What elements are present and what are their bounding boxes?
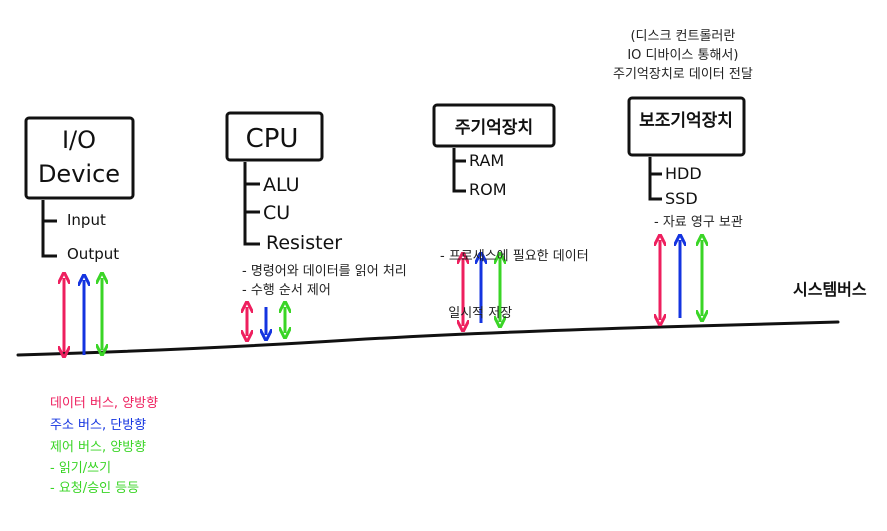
secondary-storage-notes: - 자료 영구 보관 — [654, 213, 743, 232]
legend-address-bus: 주소 버스, 단방향 — [50, 418, 147, 433]
top-note-line: IO 디바이스 통해서) — [627, 48, 739, 63]
top-note-line: 주기억장치로 데이터 전달 — [613, 67, 753, 82]
cpu-note-line: - 수행 순서 제어 — [242, 283, 331, 298]
secondary-storage-bus-arrows — [660, 240, 702, 320]
cpu-item-register: Resister — [266, 232, 342, 254]
bus-legend: 데이터 버스, 양방향 주소 버스, 단방향 제어 버스, 양방향 - 읽기/쓰… — [50, 393, 158, 499]
secondary-storage-box — [627, 96, 746, 157]
secondary-storage-block: 보조기억장치 HDD SSD — [627, 96, 746, 208]
secondary-storage-title: 보조기억장치 — [639, 111, 733, 131]
io-device-box — [24, 116, 135, 200]
cpu-tree-line — [243, 162, 260, 246]
cpu-title: CPU — [246, 124, 299, 154]
cpu-bus-arrows — [247, 307, 285, 336]
io-device-tree-line — [41, 200, 57, 258]
io-device-title-line1: I/O — [62, 126, 96, 154]
cpu-box — [225, 111, 324, 162]
cpu-notes: - 명령어와 데이터를 읽어 처리 - 수행 순서 제어 — [242, 262, 407, 300]
secondary-storage-tree-line — [648, 157, 662, 201]
legend-control-bus: 제어 버스, 양방향 — [50, 440, 147, 455]
io-device-item-input: Input — [67, 211, 106, 229]
system-bus-label: 시스템버스 — [793, 280, 867, 299]
main-memory-item-ram: RAM — [469, 151, 504, 170]
secondary-storage-note-line: - 자료 영구 보관 — [654, 215, 743, 230]
secondary-storage-item-hdd: HDD — [665, 164, 702, 183]
main-memory-tree-line — [452, 148, 466, 193]
cpu-item-alu: ALU — [263, 174, 300, 196]
legend-control-request-ack: - 요청/승인 등등 — [50, 481, 140, 496]
system-bus-line — [16, 320, 840, 357]
io-bus-arrows — [64, 278, 102, 355]
cpu-block: CPU ALU CU Resister — [225, 111, 342, 254]
secondary-storage-item-ssd: SSD — [665, 189, 698, 208]
io-device-title-line2: Device — [38, 160, 120, 188]
main-memory-box — [432, 103, 556, 148]
main-memory-bus-arrows — [463, 258, 500, 326]
main-memory-block: 주기억장치 RAM ROM — [432, 103, 556, 199]
secondary-storage-top-note: (디스크 컨트롤러란 IO 디바이스 통해서) 주기억장치로 데이터 전달 — [613, 27, 753, 84]
main-memory-item-rom: ROM — [469, 180, 507, 199]
main-memory-title: 주기억장치 — [455, 118, 533, 138]
legend-control-read-write: - 읽기/쓰기 — [50, 461, 112, 476]
io-device-block: I/O Device Input Output — [24, 116, 135, 263]
main-memory-note-line: 일시적 저장 — [440, 306, 513, 321]
top-note-line: (디스크 컨트롤러란 — [630, 29, 736, 44]
main-memory-notes: - 프로세스에 필요한 데이터 일시적 저장 — [440, 209, 589, 342]
cpu-item-cu: CU — [263, 202, 290, 224]
io-device-item-output: Output — [67, 245, 119, 263]
legend-data-bus: 데이터 버스, 양방향 — [50, 396, 159, 411]
main-memory-note-line: - 프로세스에 필요한 데이터 — [440, 249, 589, 264]
cpu-note-line: - 명령어와 데이터를 읽어 처리 — [242, 264, 407, 279]
